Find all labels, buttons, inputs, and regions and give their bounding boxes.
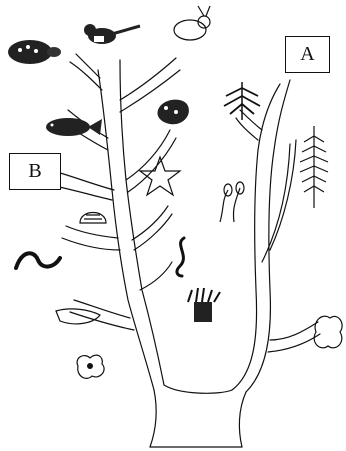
pine-branch-icon (224, 82, 260, 120)
seaweed-icon (314, 316, 342, 348)
bird-icon (84, 24, 140, 44)
fish-icon (46, 118, 102, 136)
turtle-icon (8, 40, 61, 64)
clam-icon (80, 213, 106, 224)
label-a-box: A (285, 36, 330, 73)
label-a-text: A (300, 43, 314, 66)
fern-icon (300, 126, 328, 208)
label-b-text: B (28, 160, 41, 183)
roundworm-icon (177, 238, 184, 276)
rabbit-icon (174, 6, 210, 40)
earthworm-icon (16, 253, 60, 268)
sea-anemone-icon (188, 288, 220, 322)
amoeba-icon (77, 355, 104, 378)
frog-icon (158, 100, 189, 125)
flatworm-icon (56, 309, 100, 324)
label-b-box: B (9, 153, 61, 190)
moss-icon (220, 182, 244, 222)
